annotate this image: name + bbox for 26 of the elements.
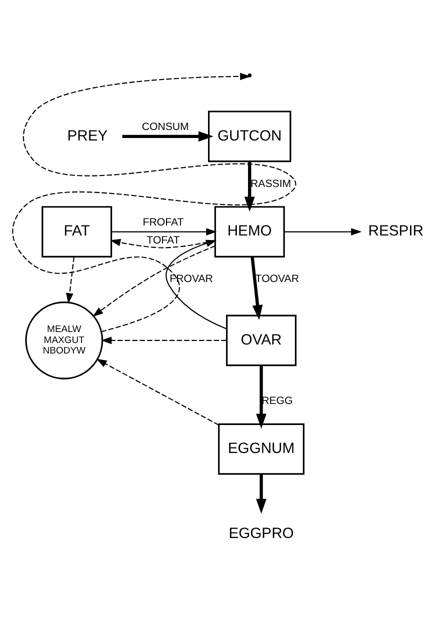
arrow [122,130,214,142]
arrow [12,72,295,332]
edge-label: RASSIM [250,177,292,190]
arrow [101,336,227,344]
node-box: HEMO [214,206,285,257]
arrow [96,358,219,425]
node-text: RESPIR [368,223,424,240]
edge-label: CONSUM [142,120,189,133]
edge-label: TOFAT [146,234,180,246]
node-text: PREY [67,128,108,144]
edge-label: FROVAR [170,272,213,285]
node-box: EGGNUM [218,422,304,474]
arrow [111,228,217,236]
edge-label: FROFAT [142,216,184,228]
arrow [284,228,362,236]
arrow [92,244,216,316]
arrow [256,364,266,428]
arrow [256,474,266,514]
arrow [66,256,75,304]
node-box: FAT [42,206,112,257]
node-text: EGGPRO [228,525,294,542]
arrow [244,160,255,212]
arrow [166,239,227,329]
node-box: OVAR [226,314,296,366]
node-box: GUTCON [208,110,292,162]
arrow [250,256,263,320]
